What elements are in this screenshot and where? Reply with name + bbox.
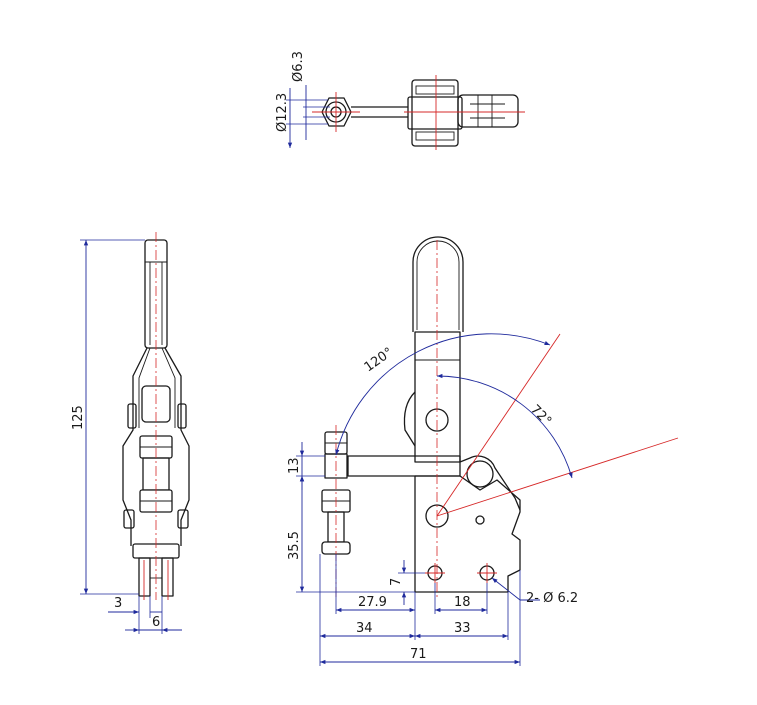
dim-7: 7 (389, 578, 404, 586)
dim-125: 125 (71, 405, 86, 430)
dim-dia-small-text: Ø6.3 (291, 51, 306, 82)
side-view: 125 3 6 (71, 232, 190, 634)
angle-72: 72° (527, 402, 554, 429)
dia-symbol: Ø (275, 122, 290, 132)
dim-27-9: 27.9 (358, 595, 387, 610)
dim-34: 34 (356, 621, 373, 636)
hole-callout: 2- Ø 6.2 (526, 591, 578, 606)
dim-dia-small: 6.3 (291, 51, 306, 72)
front-handle-grip (412, 236, 464, 332)
dim-3: 3 (114, 596, 122, 611)
top-view: Ø12.3 Ø6.3 (275, 51, 525, 150)
dim-13: 13 (287, 457, 302, 474)
front-body (414, 475, 521, 593)
dim-18: 18 (454, 595, 471, 610)
top-body (411, 79, 459, 147)
dim-dia-large-text: Ø12.3 (275, 93, 290, 132)
dia-symbol: Ø (291, 72, 306, 82)
dim-35-5: 35.5 (287, 531, 302, 560)
front-view: 120° 72° 13 35.5 7 27.9 18 2- Ø 6.2 (287, 236, 679, 666)
front-clamp-bar (347, 455, 461, 477)
top-handle (457, 94, 519, 128)
dim-71: 71 (410, 647, 427, 662)
dim-dia-large: 12.3 (275, 93, 290, 122)
front-handle-shaft (414, 331, 461, 463)
dim-33: 33 (454, 621, 471, 636)
angle-120: 120° (362, 345, 396, 375)
dim-6: 6 (152, 615, 160, 630)
